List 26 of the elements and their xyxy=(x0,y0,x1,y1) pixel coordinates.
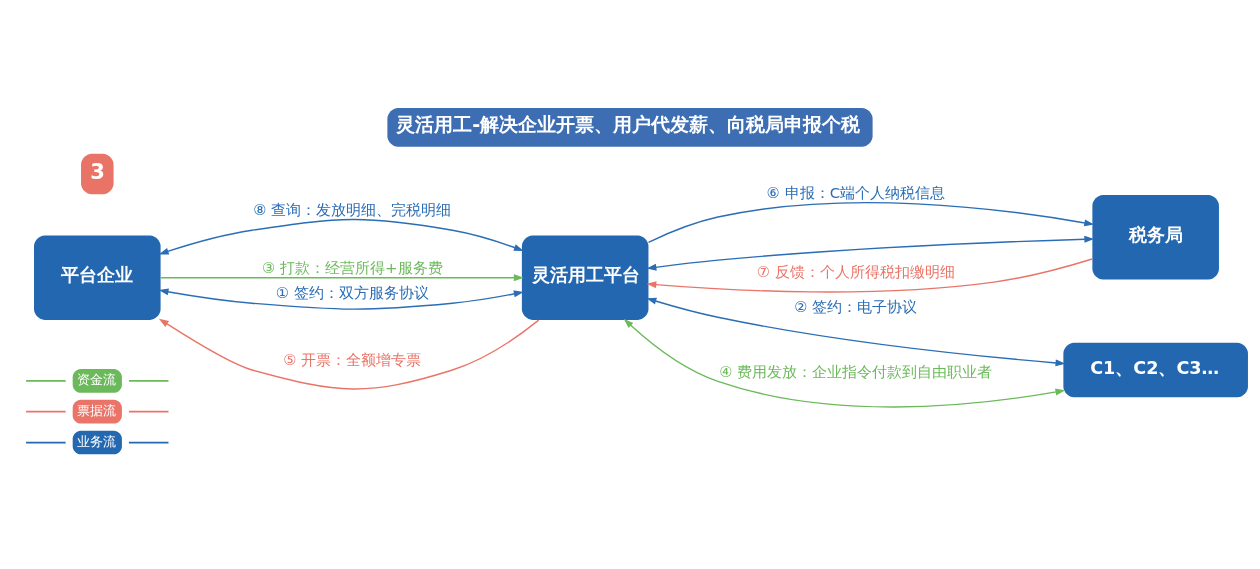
edge-label: ⑤ 开票：全额增专票 xyxy=(283,351,422,370)
arrow xyxy=(646,297,1066,367)
node-box: 灵活用工平台 xyxy=(521,235,649,320)
arrow xyxy=(160,274,524,282)
edge-label: ① 签约：双方服务协议 xyxy=(275,284,429,303)
arrow xyxy=(646,235,1095,271)
arrow xyxy=(158,218,524,255)
diagram-title: 灵活用工-解决企业开票、用户代发薪、向税局申报个税 xyxy=(396,113,861,137)
node-box: 平台企业 xyxy=(34,235,161,320)
node-box: C1、C2、C3… xyxy=(1063,342,1248,398)
arrow xyxy=(646,258,1093,293)
node-box: 税务局 xyxy=(1092,195,1219,280)
edge-label: ② 签约：电子协议 xyxy=(794,298,918,317)
arrow xyxy=(647,202,1095,243)
arrow xyxy=(158,318,540,390)
edge-label: ④ 费用发放：企业指令付款到自由职业者 xyxy=(719,362,993,381)
arrow xyxy=(623,318,1066,408)
label: 3 xyxy=(90,158,105,184)
edge-label: ⑦ 反馈：个人所得税扣缴明细 xyxy=(756,263,955,282)
legend-label: 业务流 xyxy=(77,433,117,449)
edge-label: ⑧ 查询：发放明细、完税明细 xyxy=(253,200,452,219)
legend-label: 资金流 xyxy=(77,372,117,388)
arrow xyxy=(158,288,524,310)
edge-label: ③ 打款：经营所得+服务费 xyxy=(261,258,443,277)
edge-label: ⑥ 申报：C端个人纳税信息 xyxy=(766,184,946,203)
legend-label: 票据流 xyxy=(77,402,117,418)
